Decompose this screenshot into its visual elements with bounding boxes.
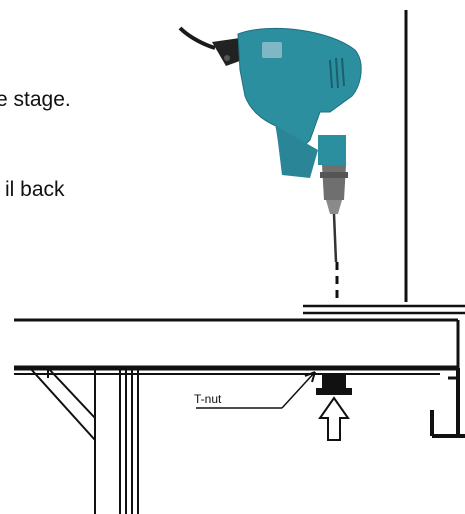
body-text-line-2: il back: [5, 178, 65, 201]
t-nut-leader: [196, 371, 316, 409]
stage-deck: [14, 318, 460, 375]
t-nut-label: T-nut: [194, 392, 222, 406]
t-nut: [316, 374, 352, 395]
rail-bracket: [430, 368, 465, 438]
support-leg: [29, 367, 139, 514]
up-arrow-icon: [318, 396, 350, 441]
body-text-line-1: e stage.: [0, 88, 71, 111]
power-drill-icon: [178, 26, 362, 263]
